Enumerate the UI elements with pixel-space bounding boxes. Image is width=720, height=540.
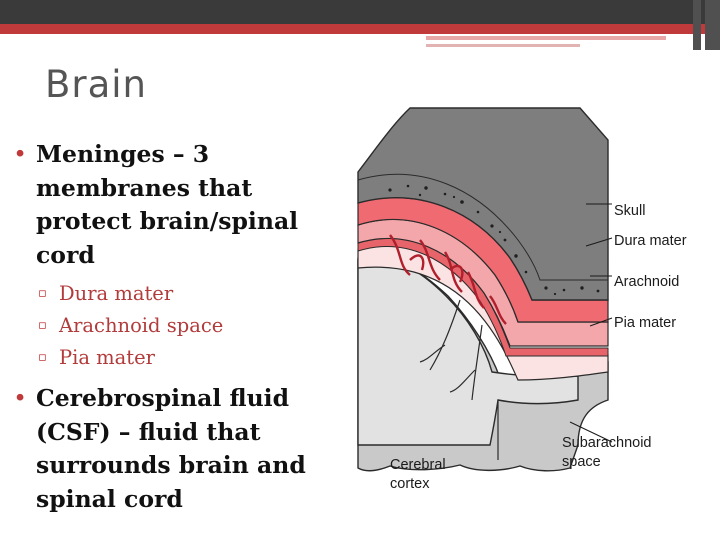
meninges-diagram: Skull Dura mater Arachnoid Pia mater Sub… [357,107,687,492]
square-bullet-icon: ▫ [38,318,47,333]
bullet-dot-icon: • [14,387,27,409]
decorative-rule [426,44,580,47]
bullet-list: • Meninges – 3 membranes that protect br… [14,138,344,516]
square-bullet-icon: ▫ [38,350,47,365]
decorative-rule [426,36,666,40]
bullet-csf: • Cerebrospinal fluid (CSF) – fluid that… [14,382,344,516]
label-skull: Skull [614,203,645,219]
skull-inner-edge [357,173,608,281]
label-subarachnoid-line1: Subarachnoid [562,435,652,451]
bullet-dot-icon: • [14,143,27,165]
header-bar [0,0,720,24]
header-block [705,0,720,50]
sub-bullet-text: Dura mater [59,282,174,305]
label-cerebral-line2: cortex [390,476,430,492]
bullet-meninges: • Meninges – 3 membranes that protect br… [14,138,344,272]
header-accent-stripe [0,24,720,34]
label-arachnoid: Arachnoid [614,274,679,290]
sub-bullet-text: Pia mater [59,346,155,369]
slide-title: Brain [45,63,147,106]
skull-porous-dots [388,184,600,296]
label-dura-mater: Dura mater [614,233,687,249]
label-subarachnoid-line2: space [562,454,601,470]
label-pia-mater: Pia mater [614,315,676,331]
cortical-vessels [419,299,483,401]
blood-vessels [389,234,507,325]
sub-bullet-dura: ▫ Dura mater [14,278,344,310]
label-leader-lines [569,203,613,443]
square-bullet-icon: ▫ [38,286,47,301]
sub-bullet-list: ▫ Dura mater ▫ Arachnoid space ▫ Pia mater [14,278,344,374]
sub-bullet-pia: ▫ Pia mater [14,342,344,374]
bullet-text: Cerebrospinal fluid (CSF) – fluid that s… [36,384,306,513]
sub-bullet-text: Arachnoid space [59,314,224,337]
sub-bullet-arachnoid: ▫ Arachnoid space [14,310,344,342]
bullet-text: Meninges – 3 membranes that protect brai… [36,140,299,269]
label-cerebral-line1: Cerebral [390,457,446,473]
header-block [693,0,701,50]
